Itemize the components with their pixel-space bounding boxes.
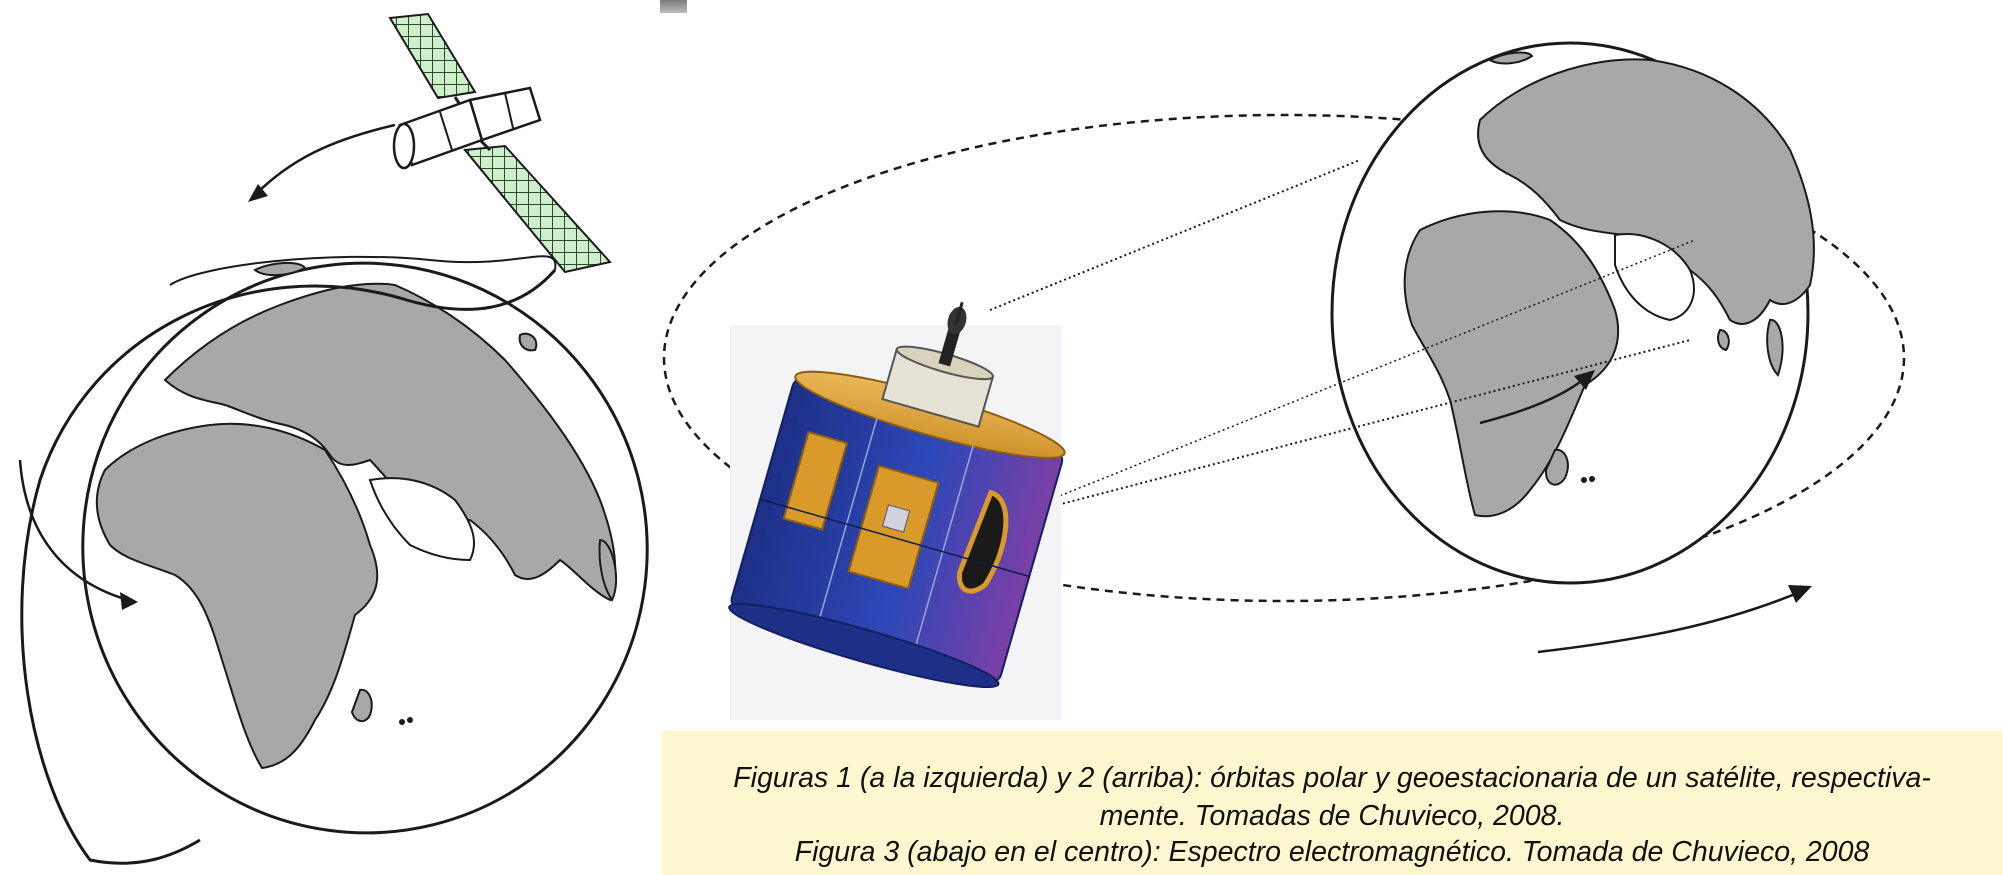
geostationary-orbit-ellipse	[662, 113, 1906, 603]
polar-globe	[81, 261, 649, 835]
caption-line-2: mente. Tomadas de Chuvieco, 2008.	[1099, 800, 1565, 832]
view-cone-lines	[989, 159, 1696, 521]
geostationary-globe	[1330, 41, 1815, 585]
polar-orbit-path	[20, 269, 557, 865]
corner-mark	[660, 0, 687, 13]
geo-africa	[1403, 210, 1620, 518]
solar-panel-bottom	[463, 144, 612, 274]
polar-satellite	[388, 12, 612, 274]
caption-line-3: Figura 3 (abajo en el centro): Espectro …	[794, 836, 1870, 868]
eurasia-landmass	[163, 282, 617, 602]
geo-arabia	[1614, 233, 1695, 322]
madagascar	[350, 688, 373, 723]
orbit-direction-arrow	[1537, 585, 1812, 654]
polar-orbit-figure	[18, 12, 649, 865]
caption-line-1: Figuras 1 (a la izquierda) y 2 (arriba):…	[733, 762, 1931, 794]
solar-panel-top	[388, 12, 477, 100]
figure-caption: Figuras 1 (a la izquierda) y 2 (arriba):…	[661, 731, 2003, 875]
earth-rotation-arrow	[1479, 370, 1595, 425]
arabia-landmass	[368, 477, 475, 562]
geo-eurasia	[1477, 58, 1815, 325]
geostationary-satellite	[728, 301, 1066, 689]
satellite-body	[392, 86, 542, 170]
orbit-arrow-left	[18, 459, 138, 610]
polar-orbit-back	[169, 255, 557, 286]
orbit-arrow-top	[248, 123, 396, 202]
geo-madagascar	[1544, 448, 1569, 486]
africa-landmass	[95, 422, 379, 770]
geostationary-orbit-figure	[662, 41, 1906, 720]
